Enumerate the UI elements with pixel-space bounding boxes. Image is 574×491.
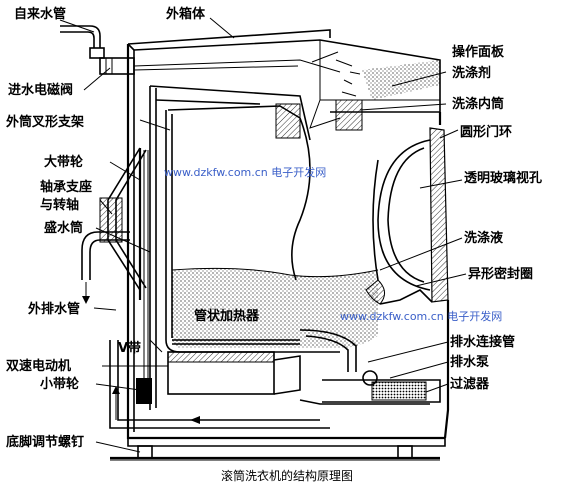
control-panel	[309, 59, 440, 129]
legs	[110, 445, 440, 461]
leader-lines	[59, 17, 467, 453]
label-leveling-screw: 底脚调节螺钉	[6, 434, 84, 450]
label-bearing-seat-2: 与转轴	[40, 197, 79, 213]
label-small-pulley: 小带轮	[40, 376, 79, 392]
label-filter: 过滤器	[450, 376, 490, 392]
label-inlet-valve: 进水电磁阀	[8, 82, 73, 98]
label-drain-pump: 排水泵	[450, 354, 489, 370]
label-outer-drain: 外排水管	[27, 301, 80, 317]
label-fork-bracket: 外筒叉形支架	[5, 114, 84, 130]
label-outer-box: 外箱体	[165, 6, 206, 22]
label-control-panel: 操作面板	[452, 44, 505, 60]
label-glass-window: 透明玻璃视孔	[464, 170, 542, 186]
wash-liquid	[171, 267, 379, 348]
outer-drain-hose	[81, 231, 130, 304]
figure-caption: 滚筒洗衣机的结构原理图	[221, 468, 353, 483]
label-bearing-seat-1: 轴承支座	[40, 179, 92, 195]
water-inlet	[60, 25, 341, 75]
label-v-belt: V带	[118, 340, 141, 356]
label-detergent: 洗涤剂	[452, 65, 491, 81]
door	[365, 127, 449, 305]
heater	[172, 339, 300, 345]
fork-bracket	[149, 85, 311, 410]
label-water-tub: 盛水筒	[44, 220, 83, 236]
label-wash-liquid: 洗涤液	[464, 230, 503, 246]
watermark-1: www.dzkfw.com.cn 电子开发网	[164, 165, 326, 179]
watermarks: www.dzkfw.com.cn 电子开发网 www.dzkfw.com.cn …	[164, 165, 502, 323]
label-seal-ring: 异形密封圈	[468, 266, 533, 282]
label-two-speed-motor: 双速电动机	[6, 358, 71, 374]
label-big-pulley: 大带轮	[44, 154, 83, 170]
label-water-pipe: 自来水管	[14, 6, 66, 22]
text-labels: 自来水管 外箱体 操作面板 洗涤剂 进水电磁阀 洗涤内筒 外筒叉形支架 圆形门环…	[5, 6, 542, 450]
motor	[167, 351, 301, 395]
label-inner-drum: 洗涤内筒	[452, 96, 504, 112]
watermark-2: www.dzkfw.com.cn 电子开发网	[340, 309, 502, 323]
drain-plumbing	[299, 329, 441, 405]
label-door-ring: 圆形门环	[460, 124, 512, 140]
bottom-drain-line	[109, 340, 330, 429]
label-heater: 管状加热器	[194, 308, 260, 324]
label-drain-connector: 排水连接管	[450, 334, 515, 350]
